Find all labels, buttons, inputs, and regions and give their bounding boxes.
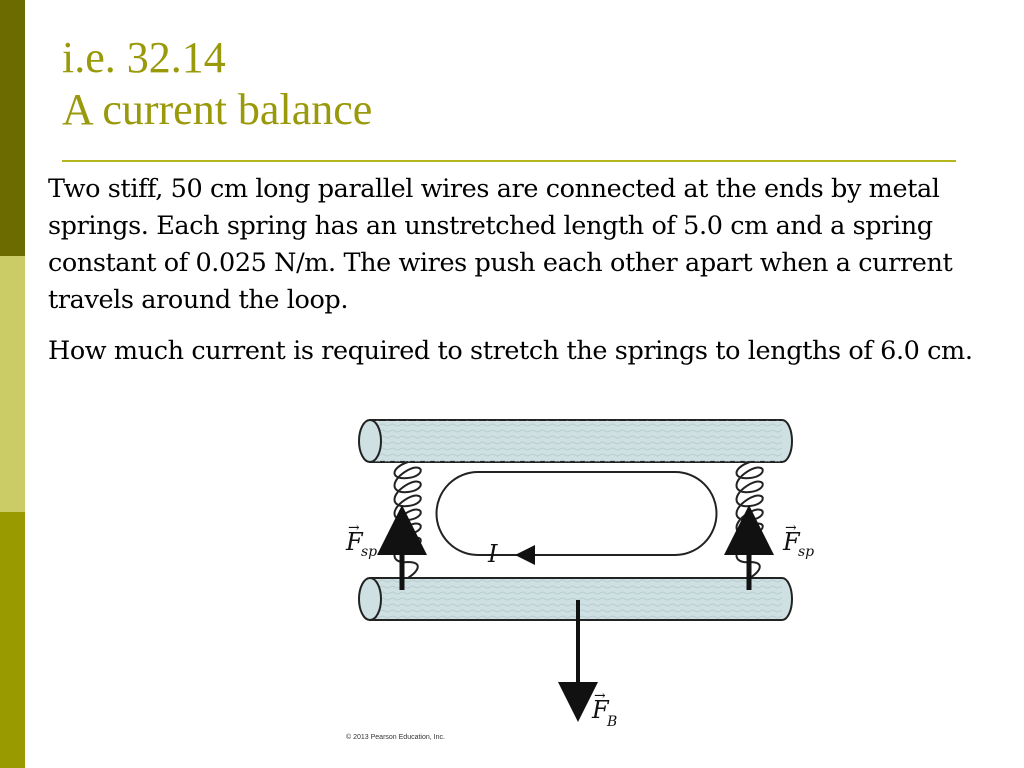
slide-title-line-1: i.e. 32.14 xyxy=(62,33,226,82)
left-spring-force-symbol: F xyxy=(345,528,364,556)
sidebar-band-top xyxy=(0,0,25,256)
slide-title-line-2: A current balance xyxy=(62,85,373,134)
right-spring-force-vector-arrow: → xyxy=(785,520,797,536)
slide-title: i.e. 32.14 A current balance xyxy=(62,32,372,136)
current-label: I xyxy=(487,540,498,568)
current-loop xyxy=(435,471,718,565)
right-spring-force-symbol: F xyxy=(782,528,801,556)
right-spring-force-label: → F sp xyxy=(782,520,814,560)
left-spring-force-vector-arrow: → xyxy=(348,520,360,536)
slide-body: Two stiff, 50 cm long parallel wires are… xyxy=(48,171,1018,384)
magnetic-force-vector-arrow: → xyxy=(594,688,606,704)
figure-drawing: I → F sp → F sp → F B xyxy=(345,419,814,730)
bottom-wire xyxy=(358,577,793,621)
title-divider xyxy=(62,160,956,162)
left-spring-force-subscript: sp xyxy=(361,544,377,560)
copyright-credit: © 2013 Pearson Education, Inc. xyxy=(346,734,445,741)
problem-statement: Two stiff, 50 cm long parallel wires are… xyxy=(48,174,953,315)
left-spring-force-label: → F sp xyxy=(345,520,377,560)
magnetic-force-symbol: F xyxy=(591,696,610,724)
magnetic-force-subscript: B xyxy=(606,714,617,730)
top-wire xyxy=(358,419,793,463)
left-spring xyxy=(393,461,422,579)
current-balance-figure: I → F sp → F sp → F B xyxy=(330,410,820,750)
problem-question: How much current is required to stretch … xyxy=(48,336,973,366)
sidebar-band-bottom xyxy=(0,512,25,768)
magnetic-force-label: → F B xyxy=(591,688,617,730)
sidebar-band-middle xyxy=(0,256,25,512)
sidebar-accent xyxy=(0,0,25,768)
right-spring-force-subscript: sp xyxy=(798,544,814,560)
